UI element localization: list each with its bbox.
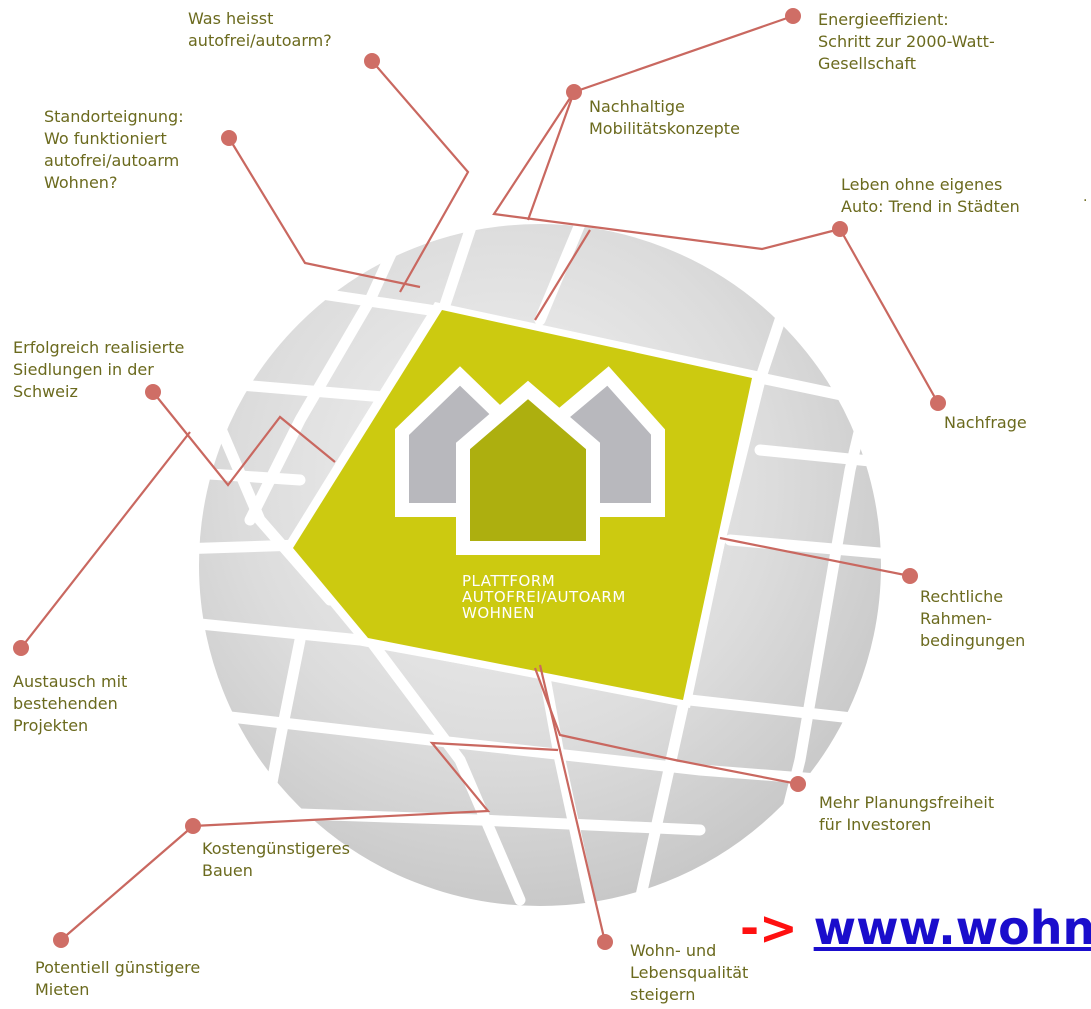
platform-title: PLATTFORM AUTOFREI/AUTOARM WOHNEN xyxy=(462,572,626,622)
dot-erfolgreich xyxy=(145,384,161,400)
line-austausch xyxy=(20,431,191,649)
label-mehr-planungsfreiheit: Mehr Planungsfreiheit für Investoren xyxy=(819,793,995,834)
dot-kosten xyxy=(185,818,201,834)
dot-energie xyxy=(785,8,801,24)
endpoint-dots xyxy=(13,8,946,950)
label-energieeffizient: Energieeffizient: Schritt zur 2000-Watt-… xyxy=(818,10,995,73)
label-was-heisst: Was heisst autofrei/autoarm? xyxy=(188,9,332,50)
label-erfolgreich-realisiert: Erfolgreich realisierte Siedlungen in de… xyxy=(13,338,185,401)
dot-wohn xyxy=(597,934,613,950)
line-kosten xyxy=(192,741,559,828)
website-link-row: -> www.wohn xyxy=(740,900,1091,956)
website-link[interactable]: www.wohn xyxy=(813,901,1091,955)
label-leben-ohne-auto: Leben ohne eigenes Auto: Trend in Städte… xyxy=(841,175,1020,216)
connector-lines xyxy=(20,14,939,943)
houses-icon xyxy=(395,366,665,555)
line-mobilitaet-down xyxy=(534,229,591,321)
label-standorteignung: Standorteignung: Wo funktioniert autofre… xyxy=(44,107,184,192)
stray-mark: · xyxy=(1083,193,1088,209)
line-was-heisst xyxy=(371,60,470,293)
label-guenstigere-mieten: Potentiell günstigere Mieten xyxy=(35,958,201,999)
dot-rechtliche xyxy=(902,568,918,584)
dot-austausch xyxy=(13,640,29,656)
line-erfolgreich xyxy=(152,391,336,487)
dot-mieten xyxy=(53,932,69,948)
line-leben xyxy=(839,228,939,404)
line-mieten xyxy=(60,825,194,941)
arrow-marker: -> xyxy=(740,901,798,955)
line-nachhaltige xyxy=(492,91,841,251)
line-rechtliche xyxy=(719,536,911,578)
label-austausch: Austausch mit bestehenden Projekten xyxy=(13,672,128,735)
label-wohn-lebensqualitaet: Wohn- und Lebensqualität steigern xyxy=(630,941,749,1004)
label-nachhaltige-mobilitaet: Nachhaltige Mobilitätskonzepte xyxy=(589,97,740,138)
label-kostenguenstiger-bauen: Kostengünstigeres Bauen xyxy=(202,839,350,880)
label-nachfrage: Nachfrage xyxy=(944,413,1027,432)
dot-standort xyxy=(221,130,237,146)
dot-planung xyxy=(790,776,806,792)
dot-was-heisst xyxy=(364,53,380,69)
label-rechtliche-rahmenbedingungen: Rechtliche Rahmen- bedingungen xyxy=(920,587,1026,650)
dot-nachfrage xyxy=(930,395,946,411)
line-standort xyxy=(228,137,421,289)
line-wohn xyxy=(538,664,607,943)
dot-leben xyxy=(832,221,848,237)
dot-nachhaltige xyxy=(566,84,582,100)
